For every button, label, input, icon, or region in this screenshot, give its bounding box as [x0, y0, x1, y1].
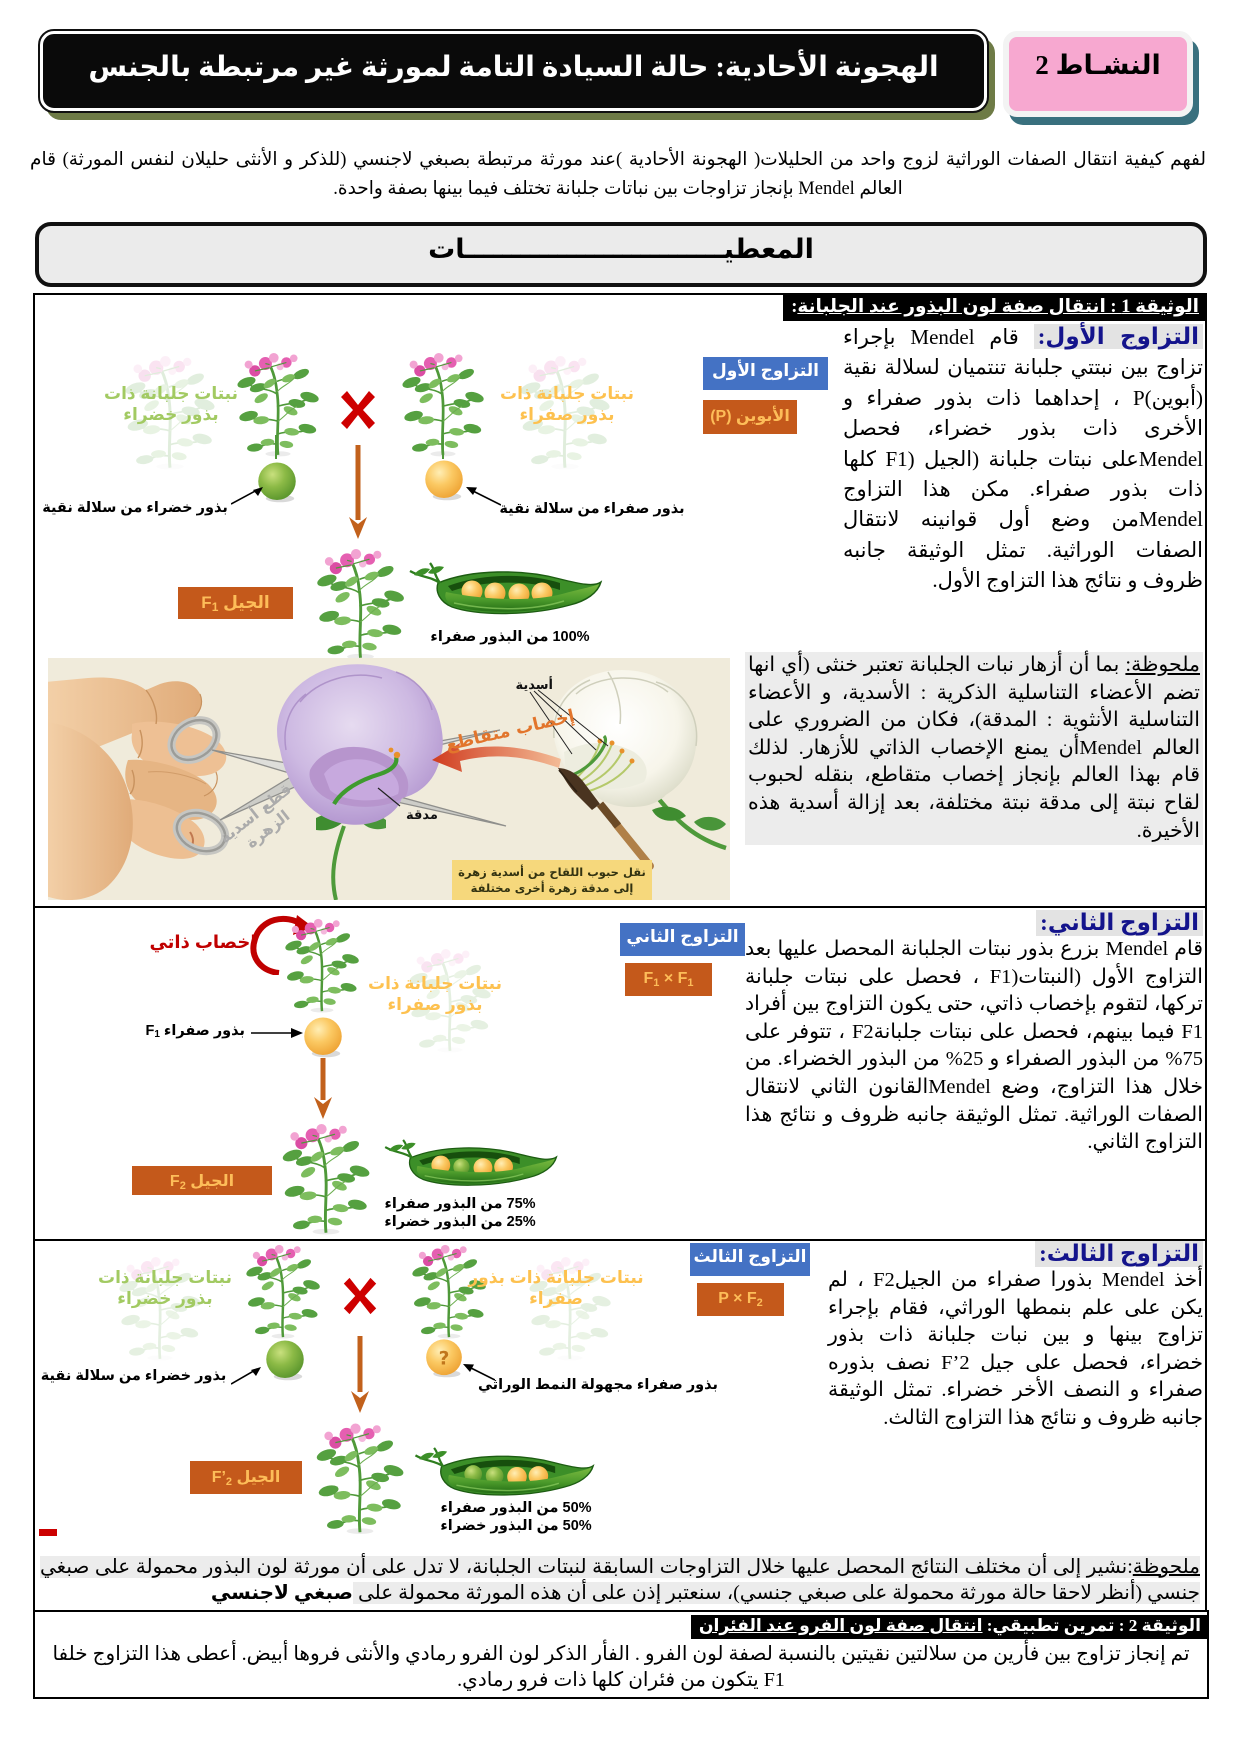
- svg-text:?: ?: [439, 1348, 450, 1369]
- svg-text:إلى مدقة زهرة أخرى مختلفة: إلى مدقة زهرة أخرى مختلفة: [471, 880, 634, 895]
- svg-text:نقل حبوب اللقاح من أسدية زهرة: نقل حبوب اللقاح من أسدية زهرة: [458, 864, 646, 880]
- svg-text:أسدية: أسدية: [515, 676, 553, 693]
- svg-text:مدقة: مدقة: [406, 808, 438, 823]
